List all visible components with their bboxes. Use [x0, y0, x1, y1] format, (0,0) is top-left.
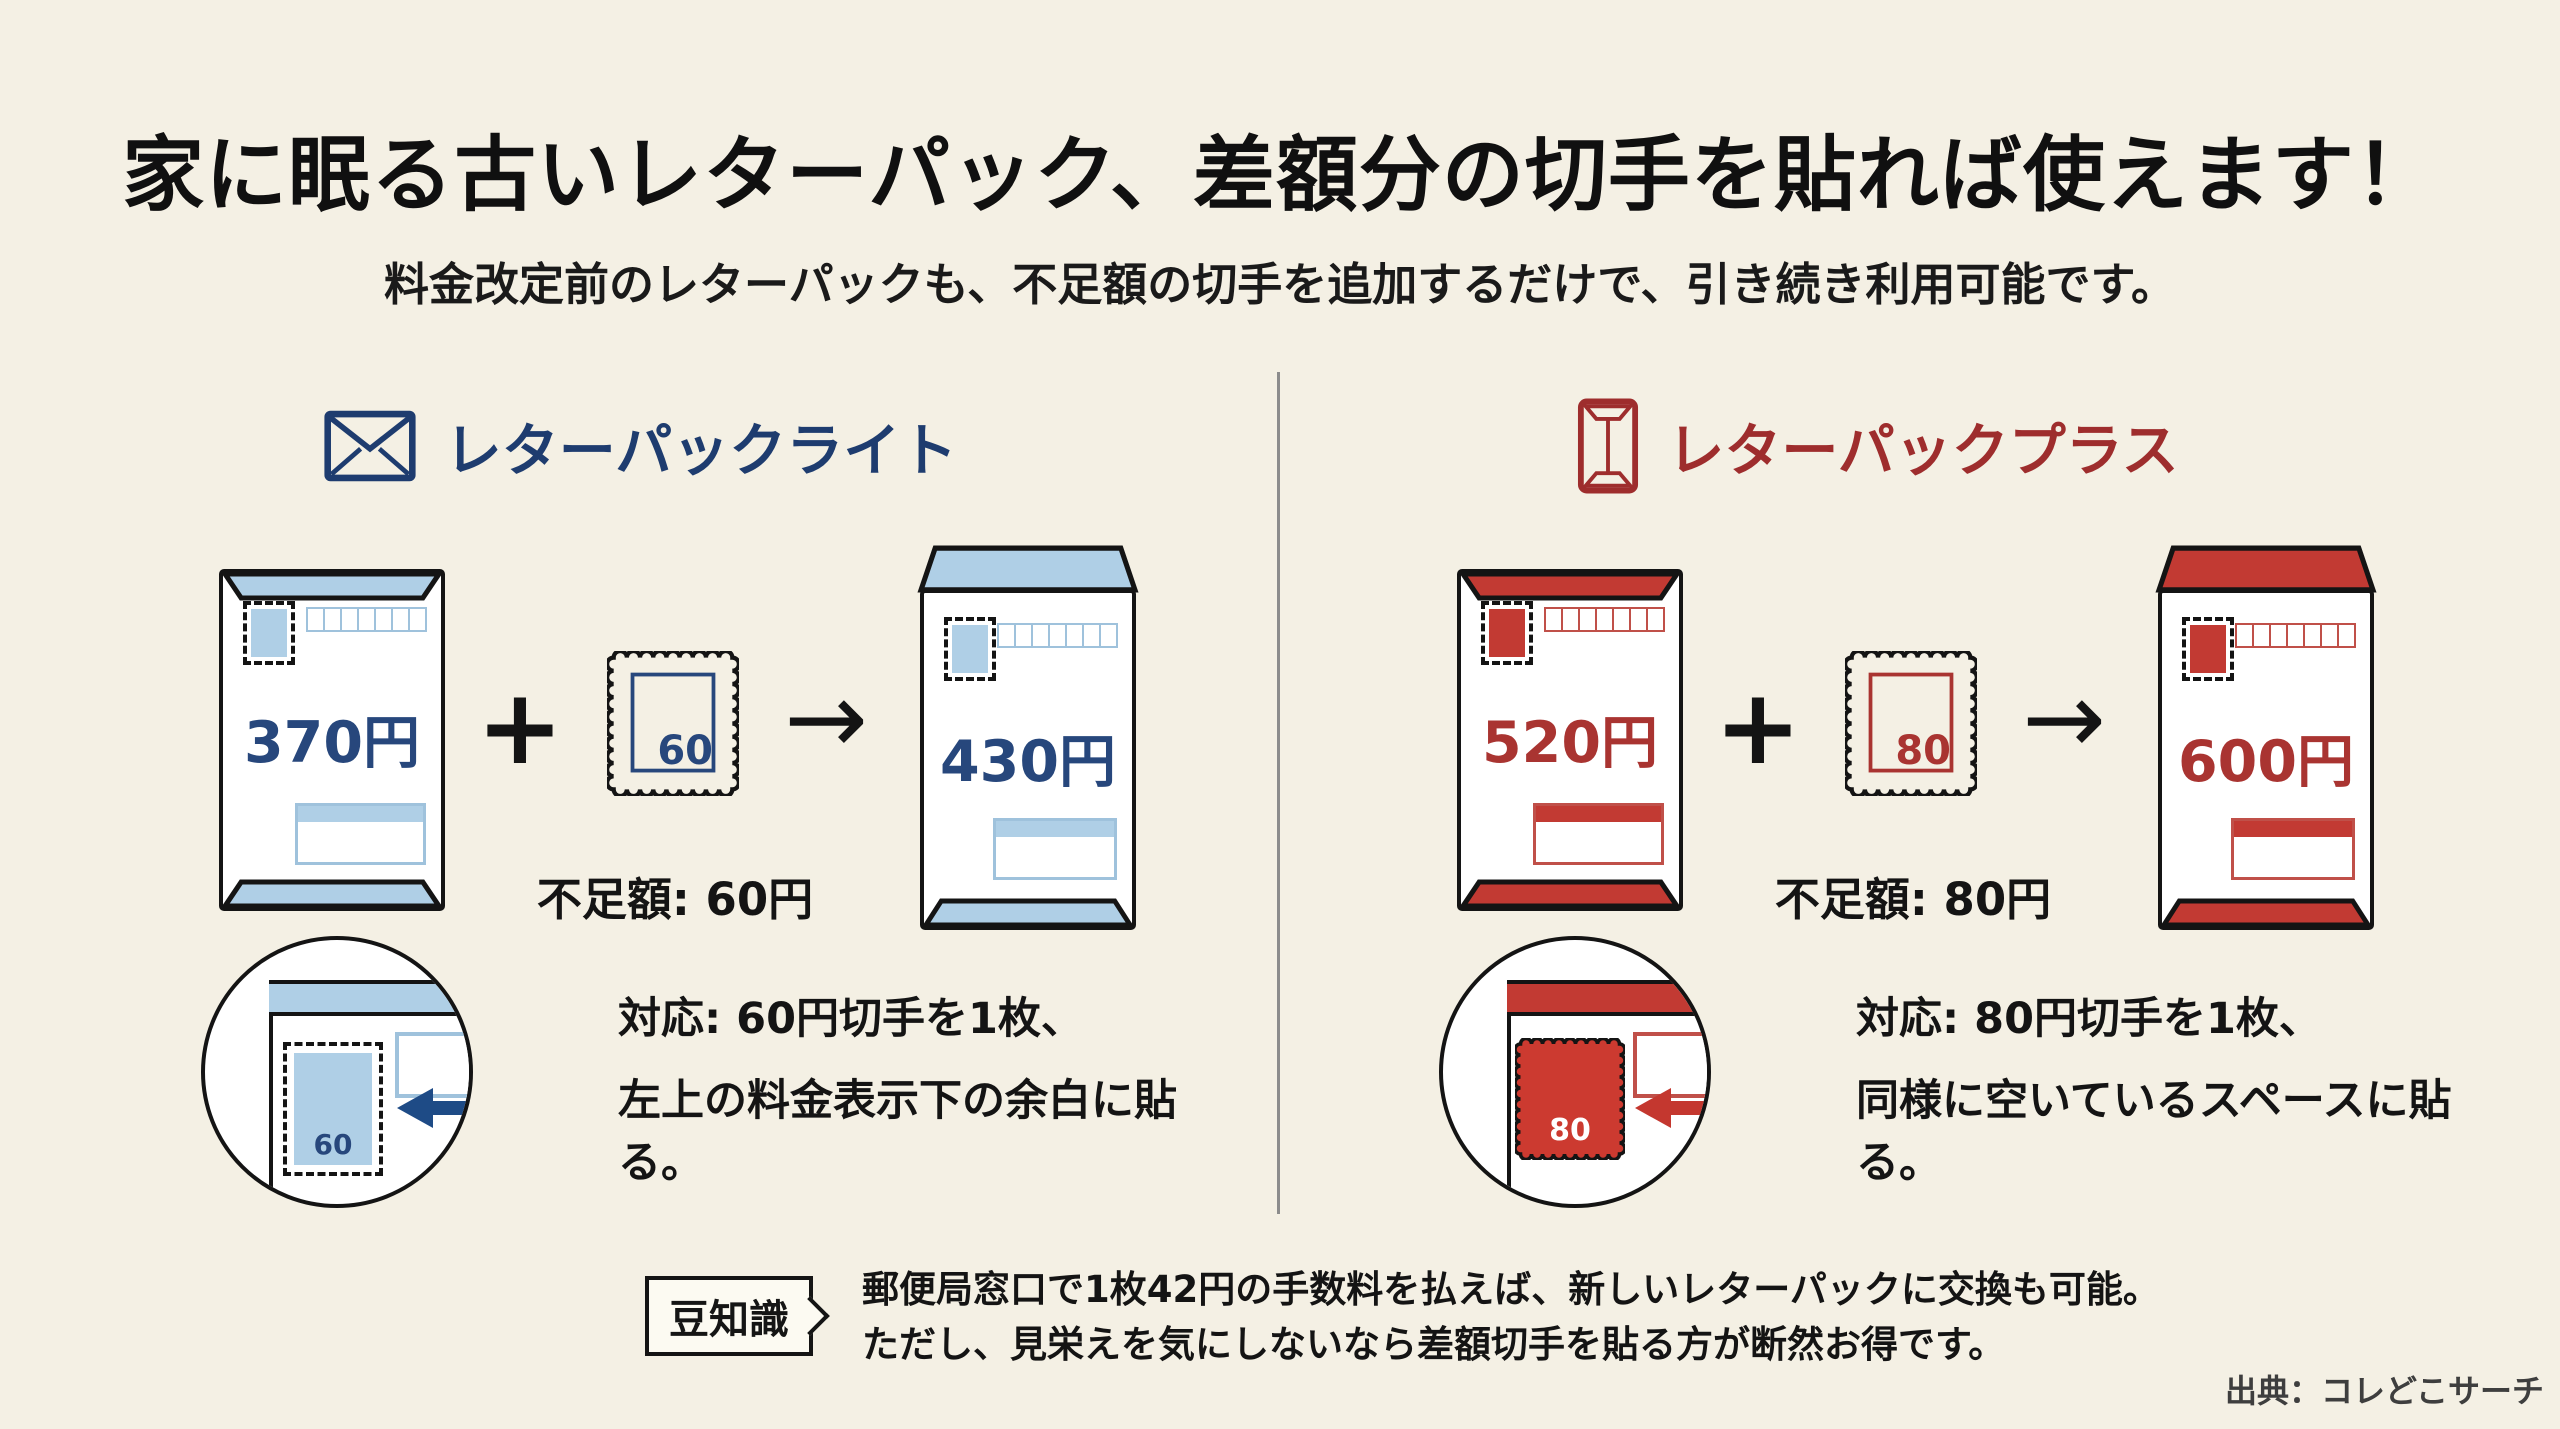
pasted-stamp-value: 80	[1549, 1113, 1591, 1148]
envelope-band-zoom	[1507, 980, 1707, 1016]
shortfall-label: 不足額: 80円	[1774, 873, 2052, 926]
additional-stamp: 80	[1845, 651, 1977, 796]
page-subtitle: 料金改定前のレターパックも、不足額の切手を追加するだけで、引き続き利用可能です。	[384, 258, 2176, 311]
additional-stamp: 60	[607, 651, 739, 796]
price-after: 430円	[940, 729, 1116, 796]
mail-envelope-icon	[324, 410, 416, 482]
arrow-sign: →	[784, 660, 868, 777]
stamp-area-box	[944, 617, 996, 681]
instruction-line1: 対応: 80円切手を1枚、	[1856, 994, 2322, 1044]
tip-label: 豆知識	[669, 1297, 789, 1343]
stamp-area-fill	[1489, 609, 1525, 657]
envelope-flap	[2155, 545, 2377, 593]
stamp-value: 80	[1895, 728, 1951, 774]
tip-label-box: 豆知識	[645, 1276, 830, 1356]
plus-header: レターパックプラス	[1258, 394, 2498, 498]
stamp-area-box	[243, 601, 295, 665]
paste-here-arrow	[397, 1088, 469, 1128]
stamp-area-box	[2182, 617, 2234, 681]
envelope-before: 370円	[219, 569, 445, 911]
envelope-edge-line	[269, 980, 273, 1204]
source-credit: 出典：コレどこサーチ	[2224, 1372, 2544, 1410]
price-before: 520円	[1482, 709, 1658, 776]
address-box	[2230, 818, 2356, 880]
postal-code-boxes	[306, 607, 427, 632]
panel-title: レターパックライト	[444, 418, 958, 484]
stamp-area-zoom: 60	[283, 1042, 383, 1176]
envelope-bottom-band	[2160, 898, 2372, 928]
plus-sign: +	[476, 666, 564, 788]
stamp-area-fill	[2190, 625, 2226, 673]
stamp-area-fill	[251, 609, 287, 657]
envelope-after: 600円	[2155, 545, 2377, 930]
page-title: 家に眠る古いレターパック、差額分の切手を貼れば使えます！	[122, 128, 2438, 223]
address-box-bar	[2233, 821, 2353, 837]
address-box	[992, 818, 1118, 880]
arrow-sign: →	[2022, 660, 2106, 777]
price-before: 370円	[244, 709, 420, 776]
postal-code-boxes	[1544, 607, 1665, 632]
postal-code-boxes	[2235, 623, 2356, 648]
instruction-line2: 左上の料金表示下の余白に貼る。	[618, 1076, 1177, 1188]
tip-line1: 郵便局窓口で1枚42円の手数料を払えば、新しいレターパックに交換も可能。	[862, 1268, 2160, 1311]
instruction-line2: 同様に空いているスペースに貼る。	[1856, 1076, 2452, 1188]
pasted-stamp: 60	[294, 1053, 372, 1165]
address-box-bar	[297, 806, 423, 822]
envelope-bottom-band	[922, 898, 1134, 928]
address-box-bar	[995, 821, 1115, 837]
postal-code-boxes	[997, 623, 1118, 648]
envelope-top-band	[221, 571, 443, 601]
panel-title: レターパックプラス	[1667, 418, 2179, 484]
plus-sign: +	[1714, 666, 1802, 788]
envelope-band-zoom	[269, 980, 469, 1016]
tip-text: 郵便局窓口で1枚42円の手数料を払えば、新しいレターパックに交換も可能。 ただし…	[862, 1262, 2160, 1372]
envelope-top-band	[1459, 571, 1681, 601]
envelope-flap	[917, 545, 1139, 593]
envelope-bottom-band	[1459, 879, 1681, 909]
magnifier-circle: 80	[1439, 936, 1711, 1208]
tato-envelope-icon	[1578, 398, 1639, 494]
envelope-body: 600円	[2158, 589, 2374, 930]
address-box	[1532, 803, 1664, 865]
stamp-area-box	[1481, 601, 1533, 665]
envelope-after: 430円	[917, 545, 1139, 930]
pasted-stamp-value: 60	[313, 1128, 353, 1161]
address-box	[294, 803, 426, 865]
stamp-area-fill	[952, 625, 988, 673]
panel-divider	[1277, 372, 1280, 1214]
price-after: 600円	[2178, 729, 2354, 796]
pasted-stamp: 80	[1515, 1038, 1625, 1160]
envelope-edge-line	[1507, 980, 1511, 1204]
envelope-bottom-band	[221, 879, 443, 909]
address-box-bar	[1535, 806, 1661, 822]
tip-line2: ただし、見栄えを気にしないなら差額切手を貼る方が断然お得です。	[862, 1323, 2006, 1366]
letterpack-lite-panel: レターパックライト 370円 + 60 不足額: 6	[20, 380, 1260, 1230]
letterpack-plus-panel: レターパックプラス 520円 + 80 不足額: 8	[1258, 380, 2498, 1230]
shortfall-label: 不足額: 60円	[536, 873, 814, 926]
instruction-line1: 対応: 60円切手を1枚、	[618, 994, 1084, 1044]
tip-box-pointer	[790, 1296, 830, 1336]
paste-here-arrow	[1635, 1088, 1707, 1128]
magnifier-circle: 60	[201, 936, 473, 1208]
address-box-zoom	[395, 1032, 469, 1098]
stamp-value: 60	[657, 728, 713, 774]
lite-header: レターパックライト	[20, 394, 1260, 498]
envelope-before: 520円	[1457, 569, 1683, 911]
envelope-body: 430円	[920, 589, 1136, 930]
